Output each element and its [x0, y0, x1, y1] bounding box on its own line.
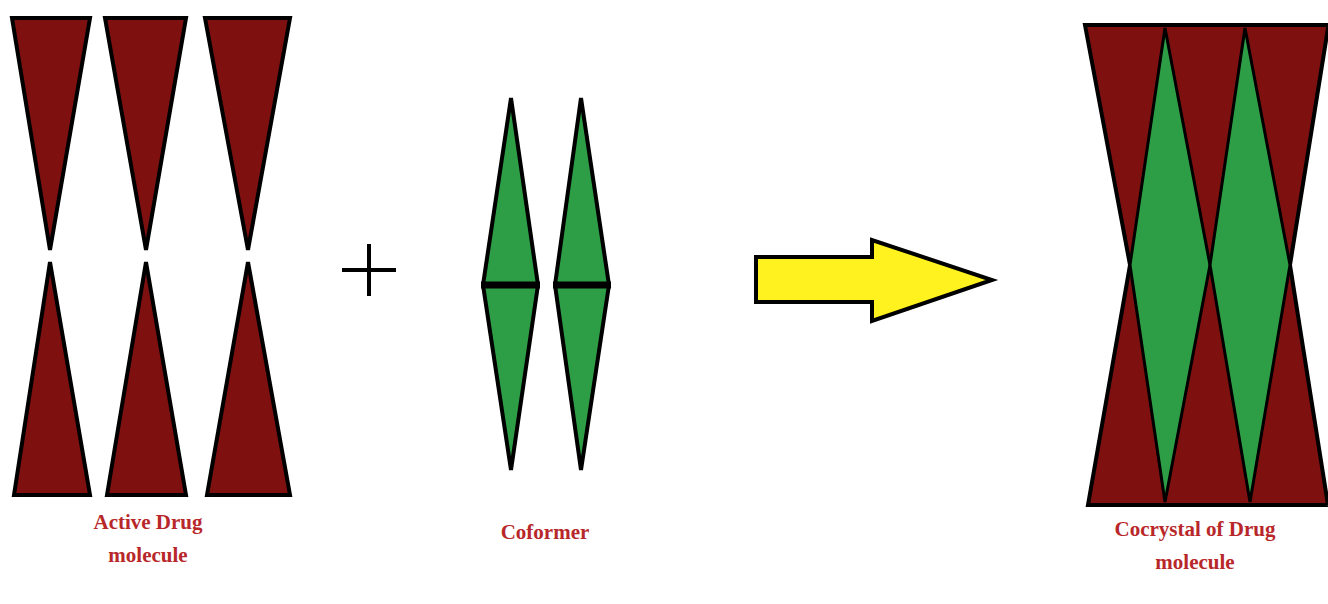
figure-label: Coformer	[460, 516, 630, 549]
cocrystal-figure	[1085, 25, 1328, 505]
coformer-bonds	[481, 282, 611, 289]
plus-sign	[342, 244, 396, 296]
drug-molecules	[12, 18, 290, 495]
figure-label: Cocrystal of Drug molecule	[1095, 513, 1295, 579]
figure-label: Active Drug molecule	[63, 506, 233, 572]
reaction-arrow	[756, 240, 992, 321]
